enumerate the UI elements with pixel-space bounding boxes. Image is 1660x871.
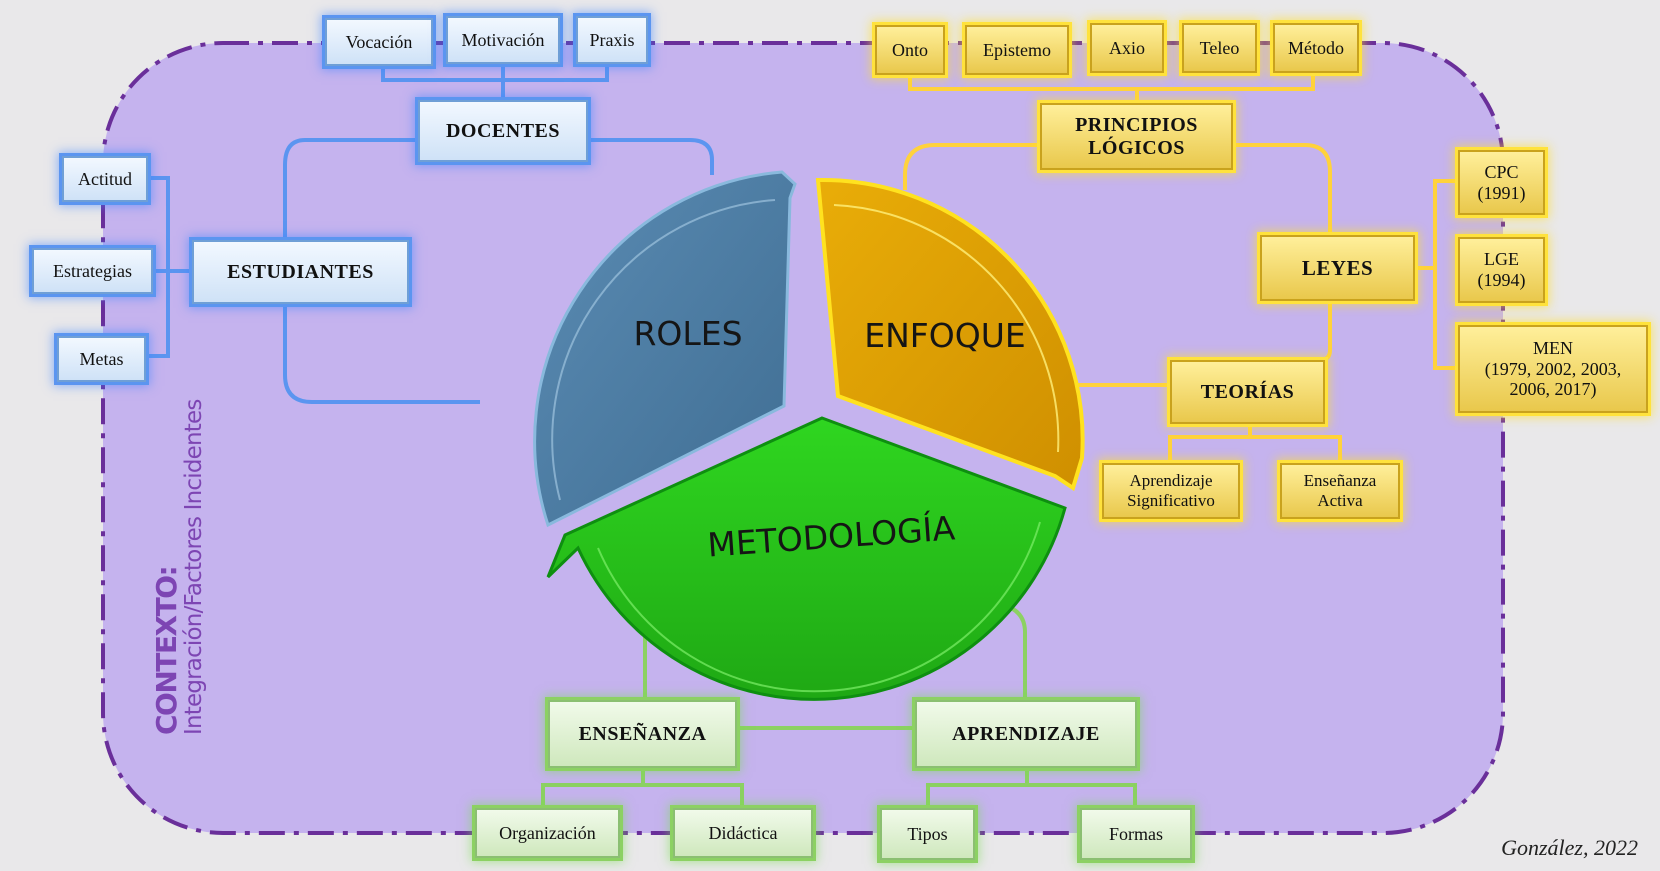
item-axio: Axio: [1090, 23, 1164, 73]
cpc-line1: CPC: [1484, 161, 1519, 182]
ensenanza-activa-line2: Activa: [1317, 491, 1363, 510]
item-teleo: Teleo: [1182, 23, 1257, 73]
docentes-box: DOCENTES: [418, 100, 588, 162]
item-motivacion: Motivación: [446, 16, 560, 64]
men-line2: (1979, 2002, 2003,: [1484, 358, 1622, 379]
men-line1: MEN: [1533, 337, 1573, 358]
item-men: MEN (1979, 2002, 2003, 2006, 2017): [1458, 325, 1648, 413]
item-organizacion: Organización: [475, 808, 620, 858]
lge-line2: (1994): [1477, 270, 1526, 290]
item-tipos: Tipos: [880, 808, 975, 860]
principios-line1: PRINCIPIOS: [1075, 113, 1198, 136]
lge-line1: LGE: [1484, 249, 1519, 270]
ensenanza-box: ENSEÑANZA: [548, 700, 737, 768]
item-cpc: CPC (1991): [1458, 150, 1545, 215]
roles-label: ROLES: [633, 314, 742, 353]
enfoque-connectors: [903, 68, 1458, 463]
aprendizaje-sig-line1: Aprendizaje: [1129, 471, 1213, 491]
item-lge: LGE (1994): [1458, 237, 1545, 303]
item-actitud: Actitud: [62, 156, 148, 202]
item-vocacion: Vocación: [325, 18, 433, 66]
item-metas: Metas: [57, 336, 146, 382]
context-title: CONTEXTO:: [150, 566, 183, 735]
enfoque-segment: [815, 177, 1085, 492]
metodologia-segment: [546, 416, 1067, 701]
item-epistemo: Epistemo: [965, 25, 1069, 75]
metodologia-connectors: [541, 600, 1137, 808]
context-label: CONTEXTO: Integración/Factores Incidente…: [150, 399, 207, 735]
item-aprendizaje-significativo: Aprendizaje Significativo: [1102, 463, 1240, 519]
item-formas: Formas: [1080, 808, 1192, 860]
item-ensenanza-activa: Enseñanza Activa: [1280, 463, 1400, 519]
item-didactica: Didáctica: [673, 808, 813, 858]
ensenanza-activa-line1: Enseñanza: [1303, 471, 1377, 491]
item-metodo: Método: [1273, 23, 1359, 73]
aprendizaje-sig-line2: Significativo: [1127, 491, 1215, 510]
context-subtitle: Integración/Factores Incidentes: [181, 399, 207, 735]
men-line3: 2006, 2017): [1509, 379, 1597, 400]
author-credit: González, 2022: [1501, 835, 1638, 860]
item-praxis: Praxis: [576, 16, 648, 64]
item-estrategias: Estrategias: [32, 248, 153, 294]
principios-line2: LÓGICOS: [1088, 136, 1185, 159]
leyes-box: LEYES: [1260, 235, 1415, 301]
estudiantes-box: ESTUDIANTES: [192, 240, 409, 304]
roles-segment: [533, 170, 797, 528]
item-onto: Onto: [875, 25, 945, 75]
cpc-line2: (1991): [1477, 182, 1526, 203]
enfoque-label: ENFOQUE: [864, 316, 1025, 355]
principios-logicos-box: PRINCIPIOS LÓGICOS: [1040, 103, 1233, 170]
aprendizaje-box: APRENDIZAJE: [915, 700, 1137, 768]
teorias-box: TEORÍAS: [1170, 360, 1325, 424]
